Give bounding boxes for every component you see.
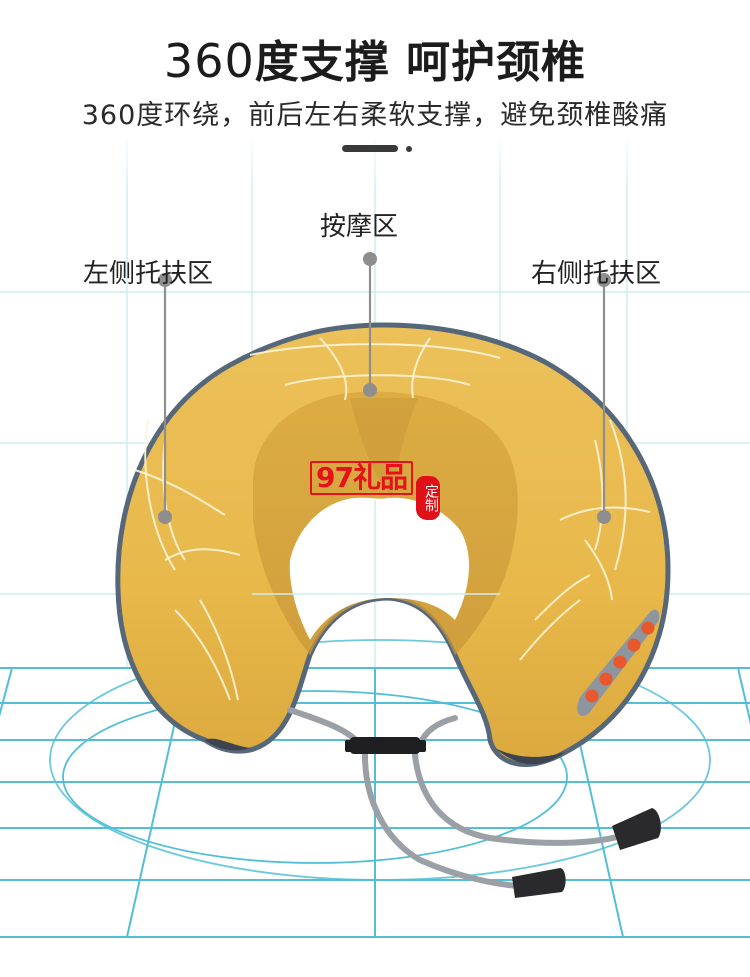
control-panel (577, 609, 660, 716)
page-title: 360度支撑 呵护颈椎 (0, 26, 750, 90)
cord-lock (345, 737, 426, 754)
watermark-logo: 97礼品 (310, 461, 413, 495)
carousel-indicator-active[interactable] (342, 145, 398, 152)
page-subtitle: 360度环绕，前后左右柔软支撑，避免颈椎酸痛 (81, 100, 669, 131)
callout-left-support-zone: 左侧托扶区 (83, 259, 214, 289)
callout-massage-zone: 按摩区 (320, 212, 399, 242)
carousel-indicator-dot[interactable] (406, 146, 412, 152)
watermark-seal: 定制 (416, 476, 440, 520)
callout-right-support-zone: 右侧托扶区 (531, 259, 662, 289)
title-number: 360 (163, 34, 255, 88)
title-text: 度支撑 呵护颈椎 (254, 37, 587, 88)
